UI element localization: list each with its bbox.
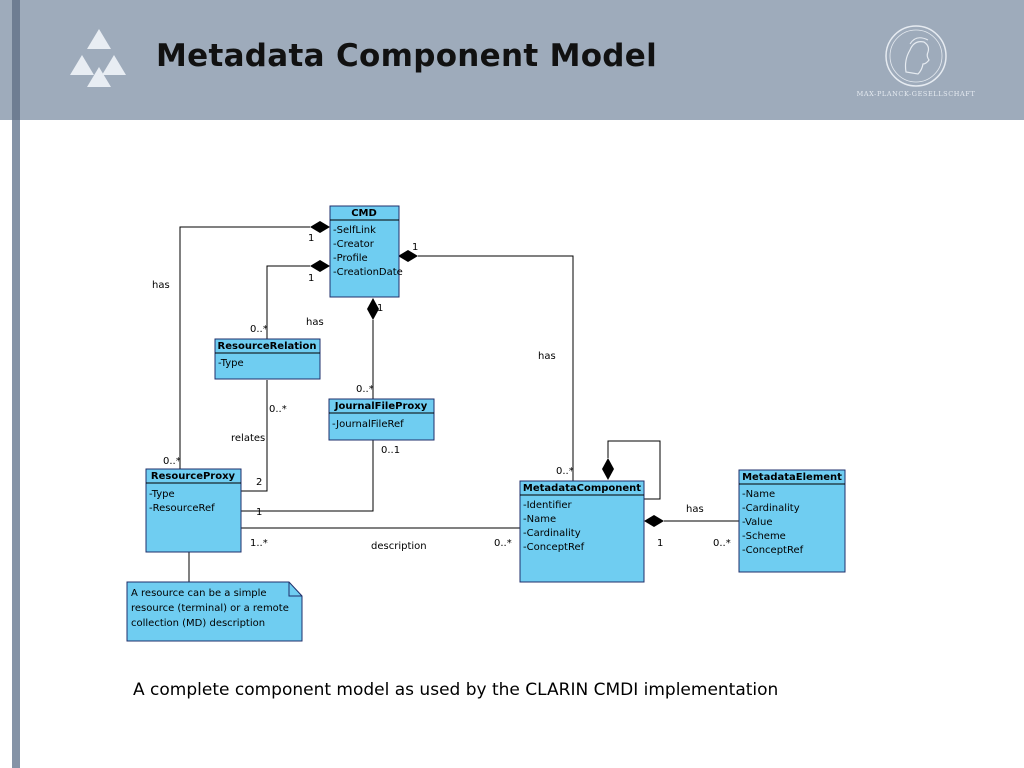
multiplicity-labels: 1 1 1 1 0..* 0..* 0..* 0..1 0..* 2 1 1..… bbox=[163, 233, 731, 549]
slide-title: Metadata Component Model bbox=[156, 38, 658, 74]
multiplicity: 1 bbox=[412, 242, 418, 253]
class-resource-relation: ResourceRelation -Type bbox=[214, 338, 321, 380]
class-metadata-element-attr: -ConceptRef bbox=[742, 545, 804, 556]
class-journal-file-proxy: JournalFileProxy -JournalFileRef bbox=[328, 398, 435, 441]
mpg-wordmark: MAX-PLANCK-GESELLSCHAFT bbox=[856, 90, 976, 98]
triangle-logo-icon bbox=[70, 29, 126, 87]
multiplicity: 0..* bbox=[163, 456, 181, 467]
class-cmd-attr: -Creator bbox=[333, 239, 375, 250]
minerva-seal-icon bbox=[885, 25, 947, 87]
note-line: A resource can be a simple bbox=[131, 588, 267, 599]
multiplicity: 1 bbox=[256, 507, 262, 518]
multiplicity: 1..* bbox=[250, 538, 268, 549]
label-has: has bbox=[152, 280, 170, 291]
class-metadata-element-attr: -Cardinality bbox=[742, 503, 800, 514]
line-relation-proxy bbox=[241, 380, 268, 492]
class-resource-proxy-attr: -Type bbox=[149, 489, 175, 500]
class-cmd-attr: -SelfLink bbox=[333, 225, 376, 236]
class-metadata-element-attr: -Value bbox=[742, 517, 772, 528]
diamond-component-element bbox=[644, 515, 664, 527]
class-resource-relation-name: ResourceRelation bbox=[218, 341, 317, 352]
class-metadata-component-attr: -ConceptRef bbox=[523, 542, 585, 553]
multiplicity: 0..* bbox=[556, 466, 574, 477]
multiplicity: 2 bbox=[256, 477, 262, 488]
class-metadata-component-attr: -Cardinality bbox=[523, 528, 581, 539]
note-line: resource (terminal) or a remote bbox=[131, 603, 289, 614]
class-resource-relation-attr: -Type bbox=[218, 358, 244, 369]
multiplicity: 1 bbox=[308, 273, 314, 284]
multiplicity: 1 bbox=[377, 303, 383, 314]
class-cmd-name: CMD bbox=[351, 208, 377, 219]
class-cmd-attr: -Profile bbox=[333, 253, 368, 264]
multiplicity: 0..1 bbox=[381, 445, 400, 456]
class-cmd-attr: -CreationDate bbox=[333, 267, 403, 278]
header-band bbox=[0, 0, 1024, 120]
label-has: has bbox=[306, 317, 324, 328]
line-component-self bbox=[607, 440, 661, 500]
left-accent-bar-top bbox=[12, 0, 20, 120]
multiplicity: 0..* bbox=[713, 538, 731, 549]
class-metadata-component-attr: -Identifier bbox=[523, 500, 573, 511]
diamond-cmd-relation bbox=[310, 260, 330, 272]
note-line: collection (MD) description bbox=[131, 618, 265, 629]
line-cmd-resourceproxy bbox=[179, 226, 310, 469]
left-accent-bar bbox=[12, 0, 20, 768]
class-metadata-component-name: MetadataComponent bbox=[523, 483, 641, 494]
diamond-component-self bbox=[602, 458, 614, 480]
multiplicity: 0..* bbox=[250, 324, 268, 335]
association-lines bbox=[179, 226, 739, 582]
multiplicity: 0..* bbox=[269, 404, 287, 415]
class-resource-proxy-attr: -ResourceRef bbox=[149, 503, 215, 514]
class-metadata-component: MetadataComponent -Identifier -Name -Car… bbox=[519, 480, 645, 583]
class-cmd: CMD -SelfLink -Creator -Profile -Creatio… bbox=[329, 205, 403, 298]
class-metadata-element-name: MetadataElement bbox=[742, 472, 842, 483]
figure-caption: A complete component model as used by th… bbox=[133, 680, 779, 700]
multiplicity: 1 bbox=[657, 538, 663, 549]
class-metadata-component-attr: -Name bbox=[523, 514, 556, 525]
role-labels: has has has has relates description bbox=[152, 280, 704, 552]
class-journal-file-proxy-name: JournalFileProxy bbox=[334, 401, 428, 412]
class-journal-file-proxy-attr: -JournalFileRef bbox=[332, 419, 404, 430]
composition-diamonds bbox=[310, 221, 664, 527]
label-has: has bbox=[686, 504, 704, 515]
class-metadata-element-attr: -Scheme bbox=[742, 531, 786, 542]
multiplicity: 0..* bbox=[356, 384, 374, 395]
class-metadata-element-attr: -Name bbox=[742, 489, 775, 500]
label-description: description bbox=[371, 541, 427, 552]
uml-note: A resource can be a simple resource (ter… bbox=[126, 581, 303, 642]
line-cmd-metadatacomponent bbox=[418, 255, 574, 481]
multiplicity: 1 bbox=[308, 233, 314, 244]
label-has: has bbox=[538, 351, 556, 362]
line-journal-proxy bbox=[241, 440, 374, 512]
line-cmd-resourcerelation bbox=[266, 265, 310, 339]
diamond-cmd-journal bbox=[367, 298, 379, 320]
class-resource-proxy-name: ResourceProxy bbox=[151, 471, 236, 482]
class-resource-proxy: ResourceProxy -Type -ResourceRef bbox=[145, 468, 242, 553]
diamond-cmd-component bbox=[398, 250, 418, 262]
label-relates: relates bbox=[231, 433, 265, 444]
class-metadata-element: MetadataElement -Name -Cardinality -Valu… bbox=[738, 469, 846, 573]
multiplicity: 0..* bbox=[494, 538, 512, 549]
diamond-cmd-proxy bbox=[310, 221, 330, 233]
